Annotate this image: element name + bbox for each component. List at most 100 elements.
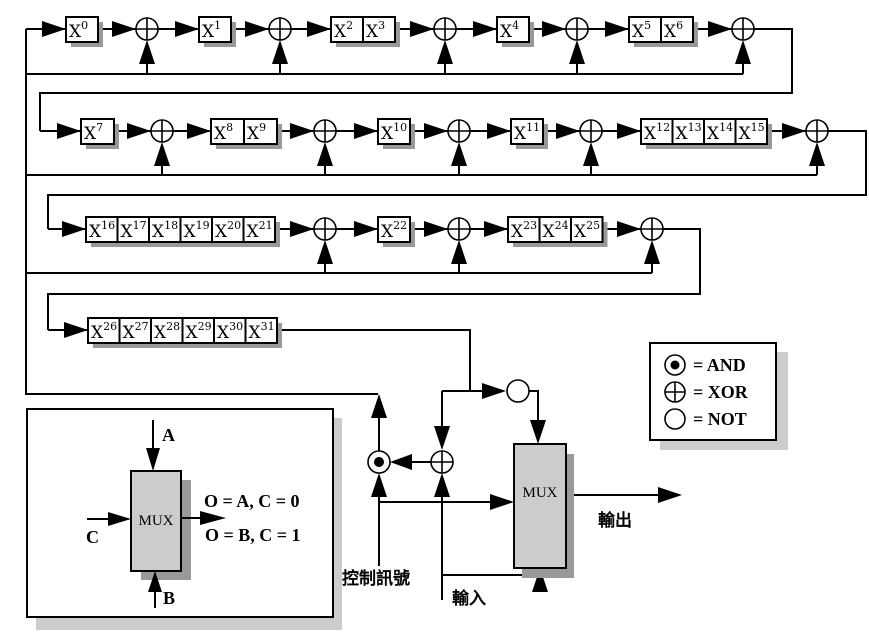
register-group: X2 X3 — [330, 16, 400, 47]
explainer-input-b: B — [163, 588, 175, 608]
arrow-right-icon — [290, 123, 314, 139]
arrow-right-icon — [245, 21, 269, 37]
arrow-right-icon — [175, 21, 199, 37]
register-cell: X16 — [85, 216, 119, 243]
arrow-up-icon — [317, 142, 333, 166]
xor-gate-icon — [447, 217, 471, 241]
register-cell: X14 — [703, 118, 737, 145]
register-label: X7 — [84, 121, 103, 144]
register-cell: X11 — [510, 118, 544, 145]
register-label: X9 — [247, 121, 266, 144]
register-cell: X10 — [377, 118, 411, 145]
register-cell: X30 — [213, 317, 247, 344]
register-label: X4 — [500, 19, 519, 42]
register-cell: X24 — [538, 216, 572, 243]
input-label: 輸入 — [452, 588, 486, 609]
arrow-right-icon — [542, 21, 566, 37]
register-label: X25 — [574, 219, 600, 242]
arrow-up-icon — [532, 568, 548, 592]
xor-gate-icon — [135, 17, 159, 41]
register-label: X1 — [202, 19, 221, 42]
register-label: X11 — [514, 121, 540, 144]
main-mux: MUX — [513, 443, 574, 578]
explainer-control-c: C — [86, 527, 99, 547]
not-gate-icon — [506, 379, 530, 403]
register-label: X17 — [121, 219, 147, 242]
arrow-up-icon — [451, 240, 467, 264]
xor-gate-icon — [313, 217, 337, 241]
register-cell: X26 — [87, 317, 121, 344]
arrow-up-icon — [583, 142, 599, 166]
xor-gate-icon — [430, 450, 454, 474]
arrow-right-icon — [605, 21, 629, 37]
arrows — [42, 21, 825, 592]
arrow-right-icon — [62, 221, 86, 237]
arrow-up-icon — [434, 473, 450, 497]
arrow-right-icon — [187, 123, 211, 139]
register-group: X1 — [198, 16, 236, 47]
register-label: X31 — [249, 320, 275, 343]
register-cell: X17 — [116, 216, 150, 243]
arrow-right-icon — [424, 123, 448, 139]
register-label: X16 — [89, 219, 115, 242]
xor-gate-icon — [313, 119, 337, 143]
register-label: X20 — [215, 219, 241, 242]
arrow-up-icon — [317, 240, 333, 264]
register-label: X10 — [381, 121, 407, 144]
arrow-up-icon — [371, 473, 387, 497]
arrow-right-icon — [307, 21, 331, 37]
register-cell: X29 — [181, 317, 215, 344]
register-cell: X4 — [496, 16, 530, 43]
and-gate-icon — [367, 450, 391, 474]
xor-gate-icon — [664, 381, 686, 403]
register-label: X27 — [123, 320, 149, 343]
register-group: X10 — [377, 118, 415, 149]
register-cell: X31 — [244, 317, 278, 344]
legend: = AND = XOR = NOT — [649, 342, 788, 450]
register-cell: X20 — [211, 216, 245, 243]
arrow-right-icon — [473, 21, 497, 37]
wire — [25, 29, 378, 395]
arrow-right-icon — [482, 383, 506, 399]
output-label: 輸出 — [598, 510, 632, 531]
xor-gate-icon — [268, 17, 292, 41]
register-label: X2 — [334, 19, 353, 42]
explainer-mux-label: MUX — [138, 513, 173, 529]
register-cell: X18 — [148, 216, 182, 243]
arrow-right-icon — [708, 21, 732, 37]
register-cell: X8 — [210, 118, 245, 145]
arrow-right-icon — [112, 21, 136, 37]
xor-gate-icon — [805, 119, 829, 143]
explainer-input-a: A — [162, 425, 175, 445]
register-label: X8 — [214, 121, 233, 144]
arrow-right-icon — [484, 221, 508, 237]
xor-gate-icon — [640, 217, 664, 241]
register-label: X0 — [69, 19, 88, 42]
register-cell: X2 — [330, 16, 364, 43]
wire — [47, 228, 701, 330]
register-cell: X25 — [570, 216, 604, 243]
register-group: X22 — [377, 216, 415, 247]
register-cell: X13 — [671, 118, 705, 145]
arrow-up-icon — [644, 240, 660, 264]
xor-gate-icon — [579, 119, 603, 143]
arrow-up-icon — [154, 142, 170, 166]
arrow-right-icon — [617, 123, 641, 139]
register-label: X28 — [154, 320, 180, 343]
register-label: X13 — [676, 121, 702, 144]
register-label: X29 — [186, 320, 212, 343]
arrow-right-icon — [354, 221, 378, 237]
xor-gate-icon — [433, 17, 457, 41]
arrow-right-icon — [64, 322, 88, 338]
register-label: X5 — [632, 19, 651, 42]
register-label: X15 — [739, 121, 765, 144]
register-label: X26 — [91, 320, 117, 343]
xor-gate-icon — [731, 17, 755, 41]
register-cell: X3 — [362, 16, 396, 43]
register-cell: X15 — [734, 118, 768, 145]
